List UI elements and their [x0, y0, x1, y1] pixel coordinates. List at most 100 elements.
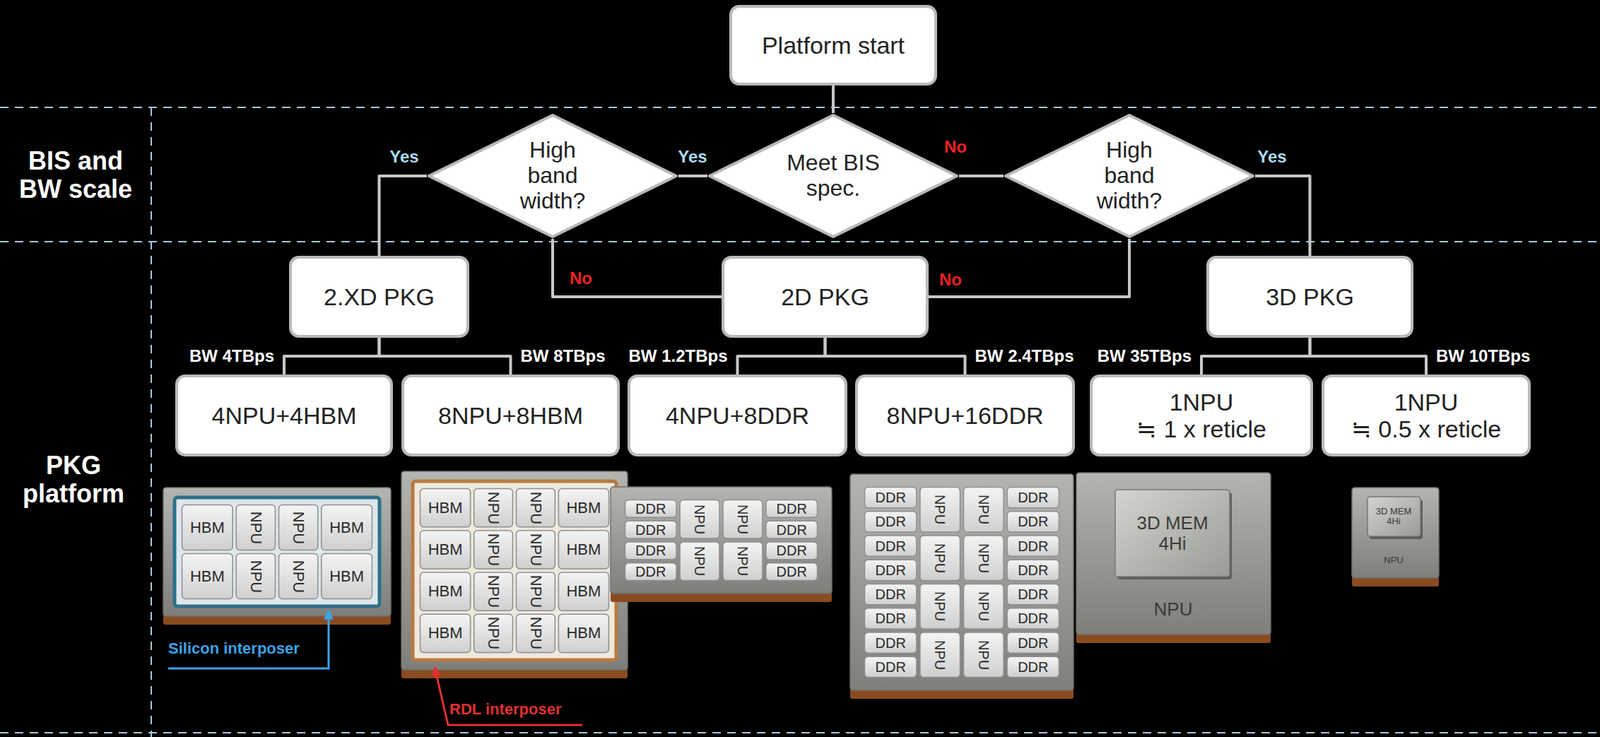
- substrate: [401, 478, 628, 679]
- die: [920, 584, 961, 630]
- process-box: 8NPU+8HBM: [401, 374, 620, 457]
- die-label: NPU: [975, 591, 992, 622]
- node-text: High band width?: [506, 137, 599, 214]
- die-label: NPU: [975, 640, 992, 670]
- die-label: DDR: [776, 563, 808, 580]
- edge-label: Yes: [1255, 147, 1288, 167]
- connector-line: [825, 337, 966, 375]
- band-divider: [0, 732, 1600, 734]
- die-label: DDR: [1017, 562, 1049, 579]
- die: [865, 535, 917, 557]
- die-label: DDR: [635, 522, 666, 538]
- die-label: DDR: [875, 489, 907, 506]
- die: [420, 489, 471, 528]
- die: [625, 520, 678, 539]
- connector-line: [379, 175, 428, 256]
- node-text: Meet BIS spec.: [773, 150, 894, 202]
- die-label: HBM: [428, 541, 463, 559]
- die-label: HBM: [190, 518, 225, 536]
- die-label: NPU: [289, 510, 307, 544]
- die: [865, 632, 917, 654]
- connector-line: [1310, 337, 1427, 375]
- die: [865, 559, 917, 581]
- die-label: NPU: [527, 616, 545, 650]
- leader-line: [434, 667, 583, 726]
- die: [625, 542, 678, 560]
- connector-line: [959, 174, 1004, 178]
- die-label: DDR: [1017, 635, 1049, 651]
- die-label: HBM: [566, 541, 601, 559]
- die: [279, 554, 319, 600]
- die: [865, 487, 917, 509]
- die: [182, 505, 234, 551]
- die: [1007, 584, 1059, 605]
- die: [1007, 535, 1059, 557]
- die-label: DDR: [776, 542, 808, 559]
- die-label: NPU: [289, 559, 307, 593]
- die-label: DDR: [1017, 489, 1049, 506]
- die-label: HBM: [428, 499, 463, 517]
- die-label: NPU: [527, 533, 545, 567]
- node-text: 8NPU+8HBM: [438, 402, 584, 429]
- die: [865, 608, 917, 629]
- memory-stack: [1367, 496, 1421, 537]
- edge-label: BW 35TBps: [1096, 346, 1193, 366]
- edge-label: BW 1.2TBps: [626, 346, 729, 366]
- package-body: [1076, 472, 1271, 635]
- substrate: [163, 494, 391, 625]
- interposer: [412, 481, 617, 661]
- process-box: 3D PKG: [1206, 255, 1414, 338]
- die: [963, 632, 1005, 678]
- die-label: NPU: [1154, 599, 1193, 620]
- die: [679, 500, 720, 540]
- die-label: HBM: [190, 567, 225, 585]
- die-label: NPU: [484, 491, 502, 524]
- die: [865, 511, 917, 533]
- connector-line: [284, 337, 380, 375]
- die-label: DDR: [635, 542, 666, 559]
- die-label: HBM: [428, 624, 463, 642]
- process-box: 1NPU≒ 0.5 x reticle: [1321, 374, 1531, 457]
- die: [766, 542, 818, 560]
- band-divider: [150, 107, 152, 737]
- callout-label: Silicon interposer: [168, 640, 300, 658]
- die: [766, 563, 818, 581]
- die: [920, 632, 961, 678]
- die: [963, 487, 1005, 533]
- die-label: NPU: [691, 504, 708, 535]
- die-label: HBM: [566, 499, 601, 517]
- die-label: NPU: [484, 533, 502, 567]
- die: [516, 614, 556, 653]
- connector-line: [928, 238, 1130, 297]
- edge-label: No: [568, 269, 594, 288]
- die: [558, 489, 609, 528]
- band-label: BIS and BW scale: [8, 146, 143, 203]
- interposer: [174, 497, 380, 607]
- connector-line: [678, 174, 708, 178]
- die-label: 3D MEM 4Hi: [1130, 513, 1215, 554]
- node-text: 4NPU+8DDR: [665, 402, 810, 429]
- process-box: 4NPU+4HBM: [175, 374, 393, 457]
- diamond-shape: [1005, 115, 1254, 237]
- die: [474, 489, 514, 528]
- die-label: HBM: [566, 583, 601, 600]
- die: [558, 530, 609, 569]
- band-label: PKG platform: [9, 451, 138, 508]
- die: [920, 535, 961, 581]
- connector-line: [737, 337, 826, 375]
- die-label: NPU: [484, 616, 502, 650]
- edge-label: Yes: [387, 147, 420, 167]
- band-divider: [0, 106, 1600, 109]
- die-label: DDR: [875, 586, 907, 603]
- die-label: NPU: [734, 504, 751, 535]
- die: [865, 584, 917, 605]
- die-label: HBM: [428, 583, 463, 600]
- die: [920, 487, 961, 533]
- node-text: 1NPU: [1169, 388, 1234, 416]
- die: [420, 572, 471, 611]
- die-label: NPU: [932, 640, 948, 670]
- package-body: [163, 487, 391, 617]
